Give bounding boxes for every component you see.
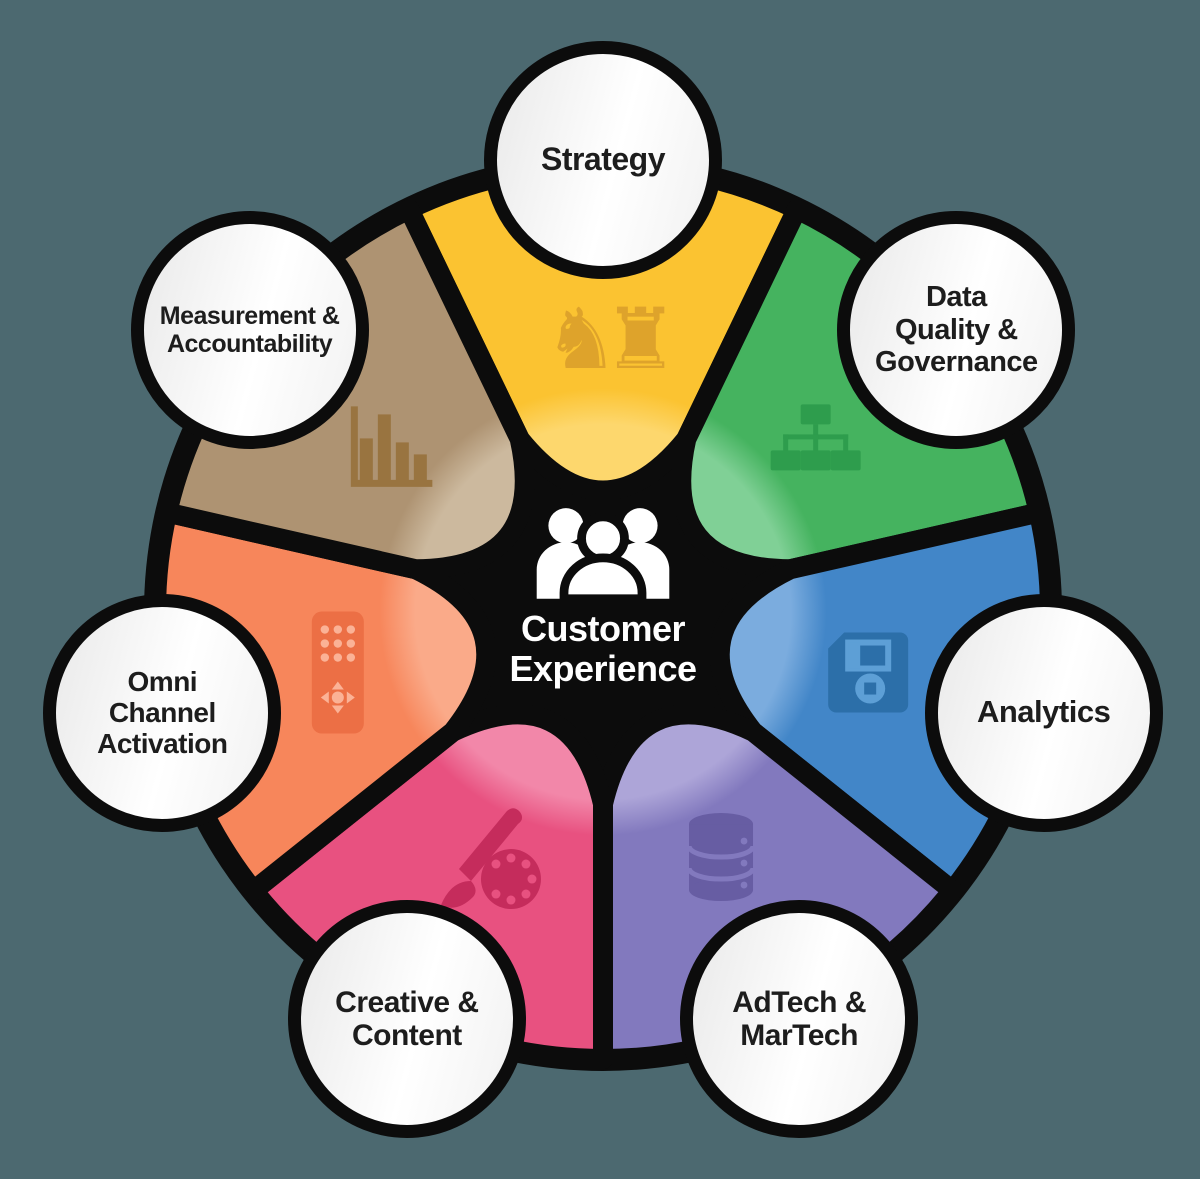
floppy-icon	[828, 632, 909, 713]
node-label: Measurement & Accountability	[159, 302, 340, 359]
sitemap-icon	[770, 404, 861, 471]
node-measurement-accountability: Measurement & Accountability	[130, 211, 369, 450]
node-omni-channel-activation: Omni Channel Activation	[43, 593, 282, 832]
node-adtech-martech: AdTech & MarTech	[680, 900, 919, 1139]
node-label: Data Quality & Governance	[875, 281, 1038, 379]
palette-icon	[440, 808, 541, 910]
node-label: Strategy	[540, 141, 666, 178]
node-label: AdTech & MarTech	[732, 985, 866, 1053]
node-label: Creative & Content	[335, 985, 479, 1053]
node-analytics: Analytics	[924, 593, 1163, 832]
node-data-quality-governance: Data Quality & Governance	[837, 211, 1076, 450]
svg-text:♞♜: ♞♜	[544, 290, 665, 388]
remote-icon	[311, 611, 364, 734]
node-label: Analytics	[976, 694, 1111, 730]
database-icon	[686, 813, 756, 902]
barchart-icon	[350, 406, 433, 487]
node-strategy: Strategy	[484, 41, 722, 279]
chess-icon: ♞♜	[544, 290, 681, 388]
node-label: Omni Channel Activation	[97, 665, 228, 760]
node-creative-content: Creative & Content	[287, 900, 526, 1139]
